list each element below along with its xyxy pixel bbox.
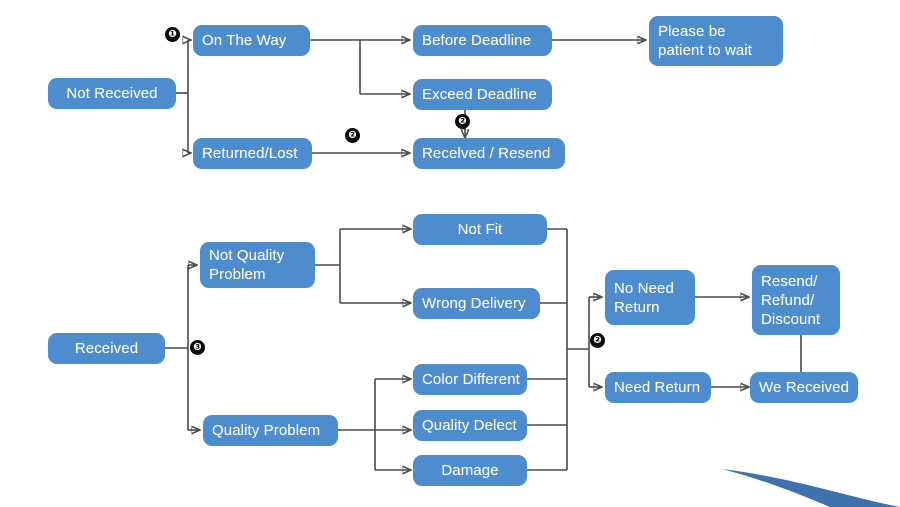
- node-before-deadline[interactable]: Before Deadline: [413, 25, 552, 56]
- step-marker-3: ❸: [190, 340, 205, 355]
- step-marker-2-returned: ❷: [345, 128, 360, 143]
- step-marker-2-exceed: ❷: [455, 114, 470, 129]
- node-please-be-patient[interactable]: Please be patient to wait: [649, 16, 783, 66]
- node-received[interactable]: Received: [48, 333, 165, 364]
- node-not-quality-problem[interactable]: Not Quality Problem: [200, 242, 315, 288]
- node-need-return[interactable]: Need Return: [605, 372, 711, 403]
- swoosh-shape: [722, 469, 900, 507]
- node-resend-refund-discount[interactable]: Resend/ Refund/ Discount: [752, 265, 840, 335]
- node-damage[interactable]: Damage: [413, 455, 527, 486]
- node-quality-defect[interactable]: Quality Delect: [413, 410, 527, 441]
- step-marker-2-return: ❷: [590, 333, 605, 348]
- node-not-received[interactable]: Not Received: [48, 78, 176, 109]
- node-received-resend[interactable]: Recelved / Resend: [413, 138, 565, 169]
- node-not-fit[interactable]: Not Fit: [413, 214, 547, 245]
- step-marker-1: ❶: [165, 27, 180, 42]
- node-on-the-way[interactable]: On The Way: [193, 25, 310, 56]
- node-wrong-delivery[interactable]: Wrong Delivery: [413, 288, 540, 319]
- node-quality-problem[interactable]: Quality Problem: [203, 415, 338, 446]
- node-exceed-deadline[interactable]: Exceed Deadline: [413, 79, 552, 110]
- node-we-received[interactable]: We Received: [750, 372, 858, 403]
- node-color-different[interactable]: Color Different: [413, 364, 527, 395]
- node-returned-lost[interactable]: Returned/Lost: [193, 138, 312, 169]
- node-no-need-return[interactable]: No Need Return: [605, 270, 695, 325]
